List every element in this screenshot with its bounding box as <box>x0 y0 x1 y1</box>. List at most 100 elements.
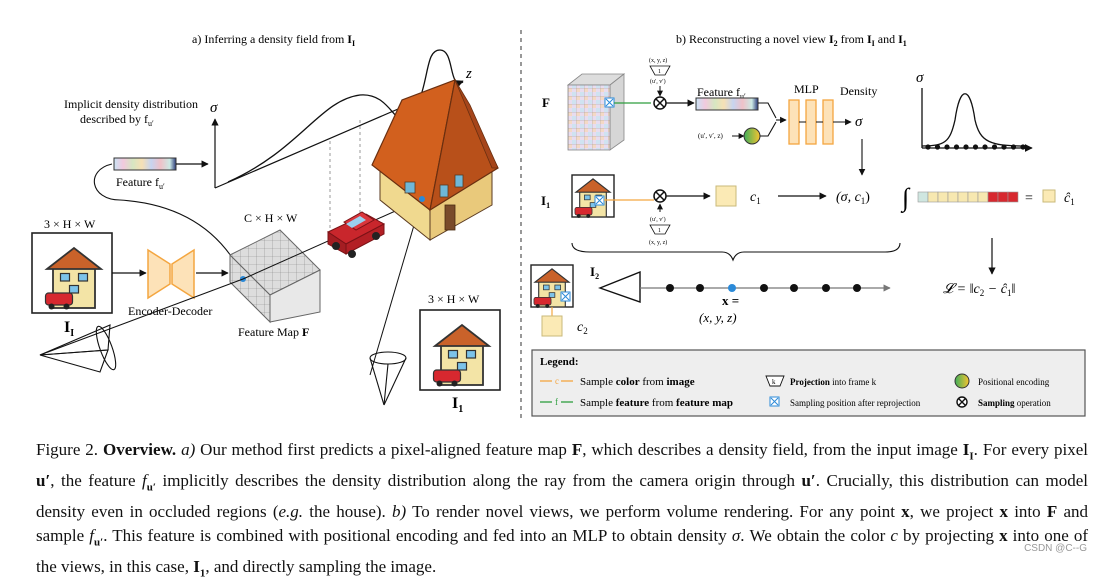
sigma-c1: (σ, c1) <box>836 190 870 206</box>
c1-swatch <box>715 185 737 207</box>
sigma-plot-samples <box>925 144 1026 150</box>
input-label: II <box>64 319 74 339</box>
I2-label: I2 <box>590 264 599 281</box>
c1-label: c1 <box>750 190 761 206</box>
svg-text:(u′, v′): (u′, v′) <box>650 78 666 85</box>
equals-sign: = <box>1025 191 1033 206</box>
feature-vector-b <box>695 97 759 111</box>
render-bar <box>917 191 1019 203</box>
sigma-b: σ <box>855 114 863 130</box>
loss-formula: 𝓛 = ‖c2 − ĉ1‖ <box>943 282 1015 298</box>
camera-input-icon <box>39 324 117 373</box>
legend-posenc: Positional encoding <box>978 377 1050 387</box>
mlp-label: MLP <box>794 82 819 96</box>
sigma-sample-dot <box>925 144 931 150</box>
c2-label: c2 <box>577 320 588 336</box>
watermark: CSDN @C--G <box>1024 543 1087 554</box>
render-bar-cell <box>947 191 959 203</box>
decoder-shape <box>171 248 195 300</box>
render-bar-cell <box>977 191 989 203</box>
legend-title: Legend: <box>540 356 579 368</box>
density-label: Density <box>840 84 877 98</box>
ray-sample-dot <box>666 284 674 292</box>
render-bar-cell <box>937 191 949 203</box>
svg-text:f: f <box>555 397 558 407</box>
output-dims: 3 × H × W <box>428 292 480 306</box>
house-3d-icon <box>371 78 499 242</box>
sigma-sample-dot <box>1001 144 1007 150</box>
ray-samples <box>666 284 861 292</box>
render-bar-cell <box>917 191 929 203</box>
panel-a-title: a) Inferring a density field from II <box>192 32 355 48</box>
figure-2-diagram: a) Inferring a density field from II Imp… <box>31 30 1086 420</box>
panel-b-title: b) Reconstructing a novel view I2 from I… <box>676 32 907 48</box>
car-3d-icon <box>326 211 386 258</box>
svg-text:(x, y, z): (x, y, z) <box>649 239 667 246</box>
render-bar-cell <box>997 191 1009 203</box>
input-dims: 3 × H × W <box>44 217 96 231</box>
sigma-sample-dot <box>972 144 979 150</box>
svg-text:1: 1 <box>658 228 661 234</box>
legend-sampling-position: Sampling position after reprojection <box>790 398 921 408</box>
sigma-sample-dot <box>963 144 969 150</box>
feature-map-cube <box>566 73 626 151</box>
feature-vector-a <box>113 157 177 171</box>
sigma-sample-dot <box>982 144 988 150</box>
camera-output-icon <box>369 351 407 406</box>
render-bar-cell <box>957 191 969 203</box>
proj-bottom-icon <box>649 224 671 235</box>
sigma-plot-curve <box>921 93 1026 147</box>
c1hat-label: ĉ1 <box>1064 191 1075 207</box>
sigma-sample-dot <box>1020 144 1026 150</box>
legend-projection: Projection into frame k <box>790 377 877 387</box>
ray-sample-dot <box>790 284 798 292</box>
svg-text:1: 1 <box>658 69 661 75</box>
sigma-sample-dot <box>1010 144 1017 150</box>
mlp-layer-3 <box>822 99 834 145</box>
legend-posenc-icon <box>954 373 970 389</box>
sigma-sample-dot <box>934 144 941 150</box>
posenc-input: (u′, v′, z) <box>698 132 724 140</box>
ray-sample-dot <box>696 284 704 292</box>
svg-text:c: c <box>555 376 559 386</box>
feature-label-b: Feature fu′ <box>697 85 746 101</box>
featmap-dims: C × H × W <box>244 211 298 225</box>
mlp-layer-2 <box>805 99 817 145</box>
svg-text:k: k <box>772 378 776 386</box>
sigma-sample-dot <box>953 144 960 150</box>
c1hat-swatch <box>1042 189 1056 203</box>
output-label: I1 <box>452 395 463 415</box>
sigma-sample-dot <box>991 144 998 150</box>
brace <box>571 242 901 262</box>
ray-sample-dot <box>760 284 768 292</box>
ray-sample-dot <box>822 284 830 292</box>
legend-feature: Sample feature from feature map <box>580 397 733 409</box>
integral-symbol: ∫ <box>900 183 911 213</box>
ray-sample-dot <box>853 284 861 292</box>
F-label: F <box>542 95 550 110</box>
render-bar-cell <box>967 191 979 203</box>
camera-I2-icon <box>598 270 641 303</box>
implicit-label-1: Implicit density distribution <box>64 97 198 111</box>
legend: Legend: c Sample color from image f Samp… <box>531 349 1086 417</box>
sigma-plot-label: σ <box>916 70 924 86</box>
legend-projection-icon <box>765 375 785 387</box>
render-bar-cell <box>1007 191 1019 203</box>
x-coord: (x, y, z) <box>699 310 737 325</box>
I1-label: I1 <box>541 193 550 210</box>
render-bar-cell <box>987 191 999 203</box>
sigma-sample-dot <box>944 144 950 150</box>
x-label: x = <box>722 293 739 308</box>
render-bar-cell <box>927 191 939 203</box>
feature-label-a: Feature fu′ <box>116 175 165 191</box>
figure-caption: Figure 2. Overview. a) Our method first … <box>36 440 1089 580</box>
legend-sampling-op: Sampling operation <box>978 398 1051 408</box>
proj-top-icon <box>649 65 671 76</box>
featmap-label: Feature Map F <box>238 325 309 339</box>
c2-swatch <box>541 315 563 337</box>
legend-color: Sample color from image <box>580 376 695 388</box>
posenc-icon <box>743 127 761 145</box>
proj-top-coord: (x, y, z) <box>649 57 667 64</box>
ray-sample-dot <box>728 284 736 292</box>
implicit-label-2: described by fu′ <box>80 112 154 128</box>
